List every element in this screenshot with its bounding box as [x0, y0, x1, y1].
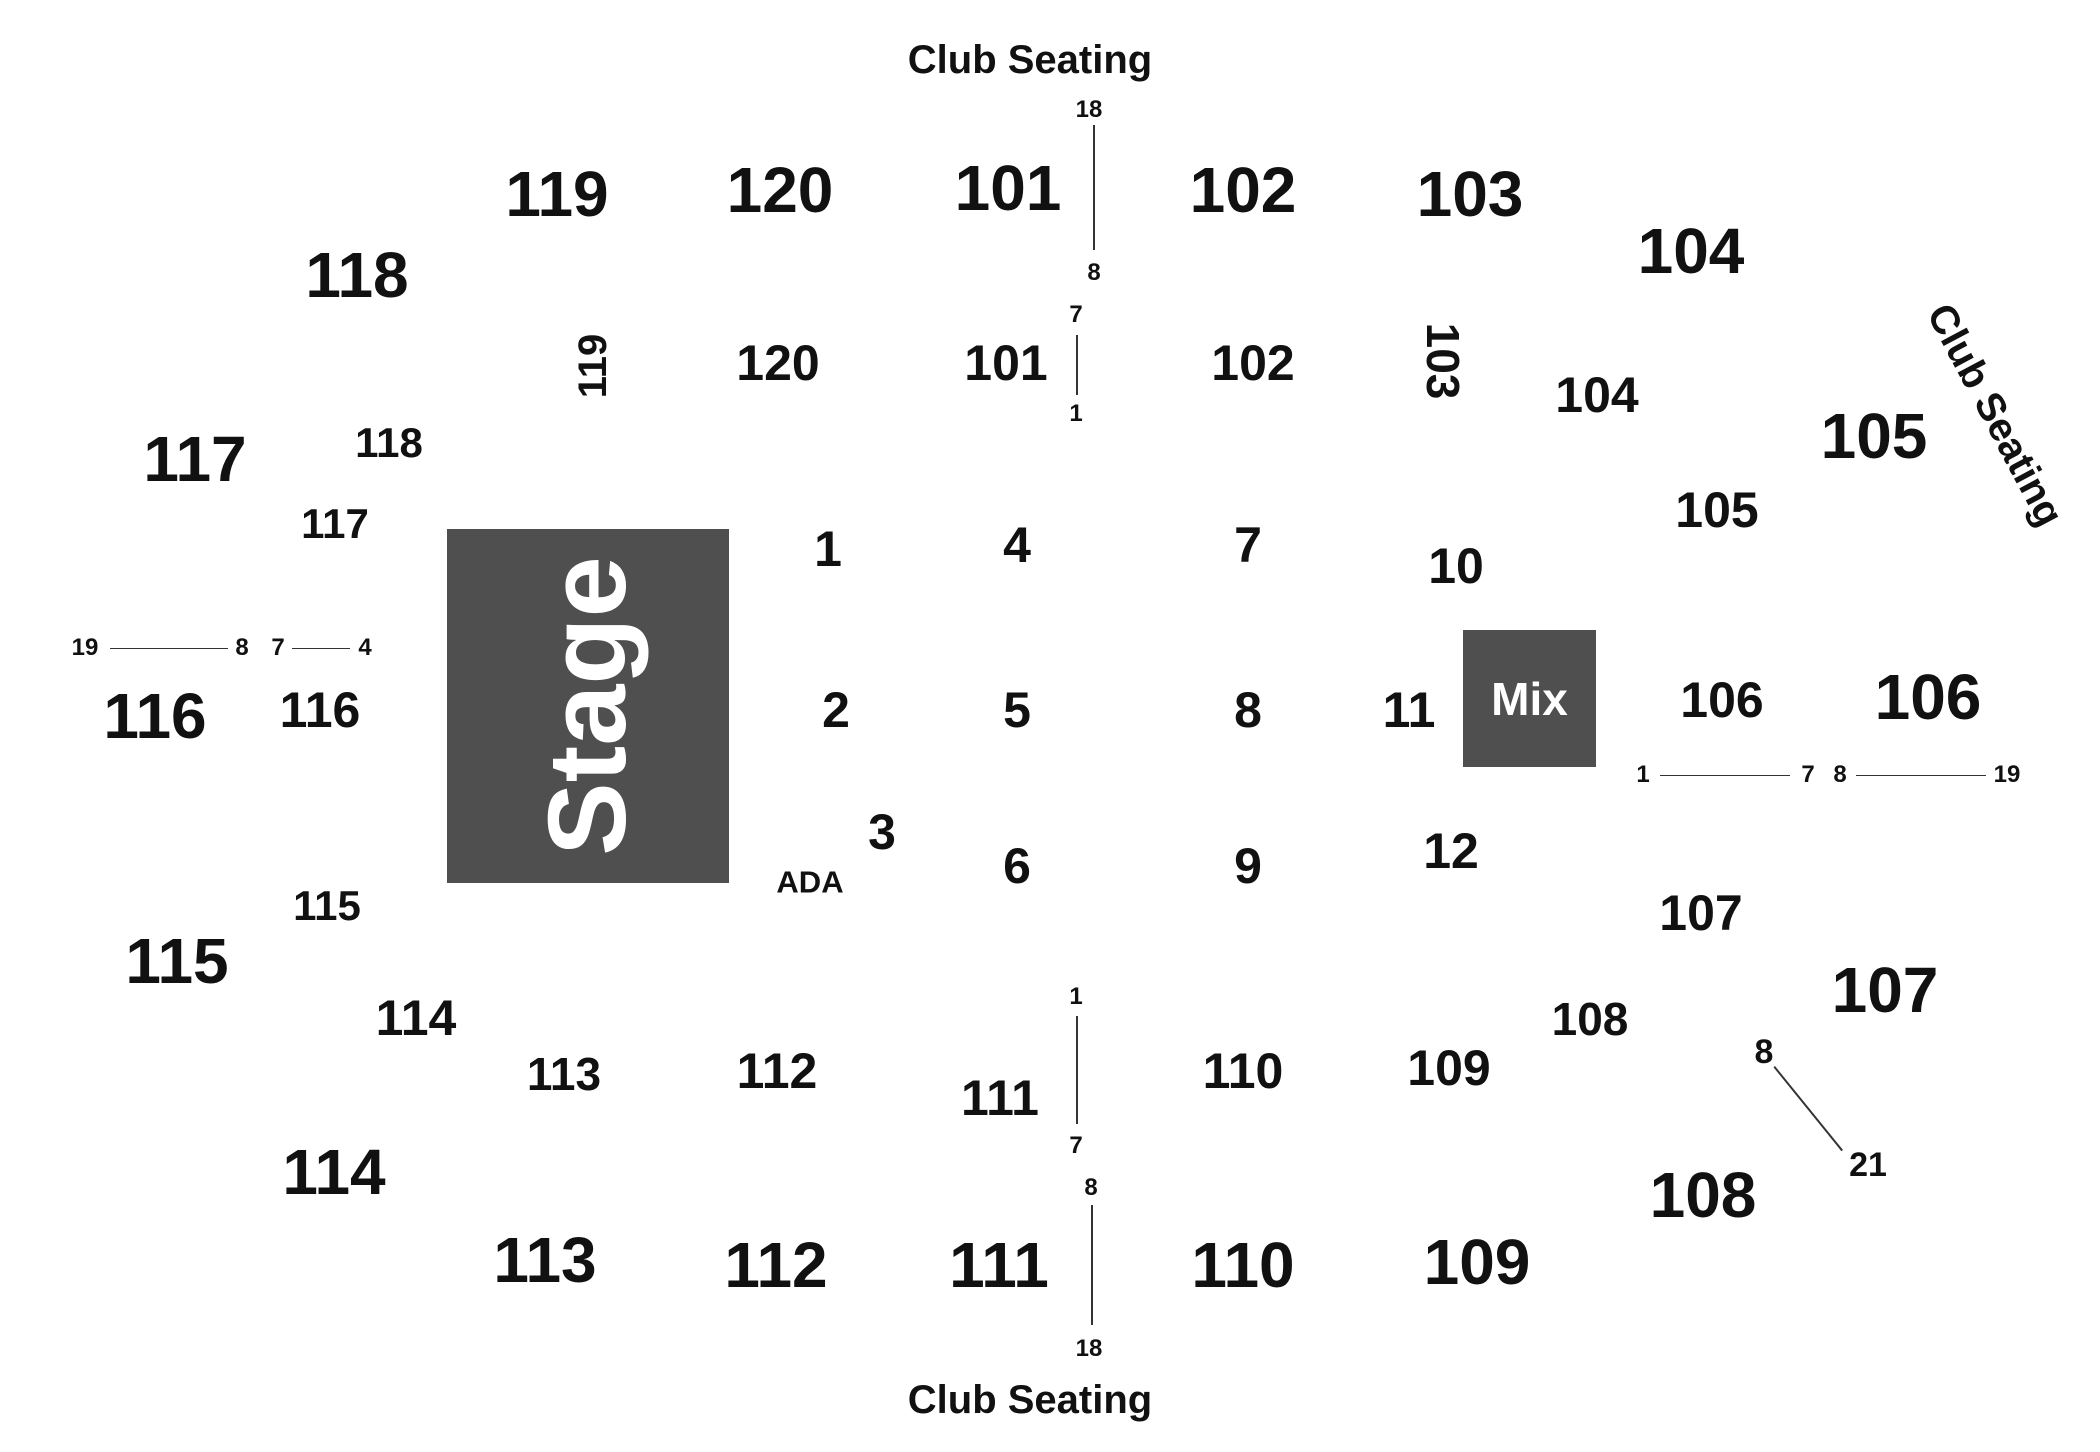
section-103-inner[interactable]: 103: [1417, 322, 1469, 400]
row-marker-left-inner-start: 7: [271, 634, 285, 661]
section-117-inner[interactable]: 117: [301, 500, 369, 547]
section-114-inner[interactable]: 114: [375, 990, 457, 1046]
section-112-outer[interactable]: 112: [724, 1229, 828, 1301]
section-102-inner[interactable]: 102: [1211, 335, 1295, 391]
section-102-outer[interactable]: 102: [1189, 154, 1297, 226]
mix-label: Mix: [1491, 672, 1568, 725]
section-105-outer[interactable]: 105: [1820, 400, 1928, 472]
floor-section-7[interactable]: 7: [1234, 517, 1262, 573]
row-line-left-outer: [110, 648, 228, 649]
section-107-inner[interactable]: 107: [1659, 885, 1743, 941]
floor-section-5[interactable]: 5: [1003, 682, 1031, 738]
section-111-outer[interactable]: 111: [949, 1229, 1049, 1301]
section-101-inner[interactable]: 101: [964, 335, 1048, 391]
row-marker-right-outer-end: 19: [1993, 761, 2021, 788]
section-114-outer[interactable]: 114: [282, 1136, 386, 1208]
section-118-outer[interactable]: 118: [305, 239, 409, 311]
section-109-outer[interactable]: 109: [1423, 1226, 1531, 1298]
section-104-outer[interactable]: 104: [1637, 215, 1745, 287]
club-seating-top-label: Club Seating: [907, 38, 1153, 82]
floor-section-12[interactable]: 12: [1423, 823, 1479, 879]
row-line-right-inner: [1660, 775, 1790, 776]
row-marker-bottom-outer-end: 18: [1075, 1335, 1103, 1362]
row-marker-right-inner-start: 1: [1636, 761, 1650, 788]
row-line-bottom-inner: [1076, 1016, 1078, 1124]
mix-position: Mix: [1463, 630, 1596, 767]
row-line-diag: [1773, 1066, 1843, 1152]
floor-section-4[interactable]: 4: [1003, 517, 1031, 573]
section-103-outer[interactable]: 103: [1416, 158, 1524, 230]
row-line-top-outer: [1093, 125, 1095, 250]
section-112-inner[interactable]: 112: [736, 1043, 818, 1099]
row-marker-bottom-inner-end: 7: [1069, 1132, 1083, 1159]
row-marker-diag-start: 8: [1754, 1033, 1774, 1071]
section-101-outer[interactable]: 101: [954, 152, 1062, 224]
section-116-inner[interactable]: 116: [279, 682, 361, 738]
row-marker-right-inner-end: 7: [1801, 761, 1815, 788]
section-117-outer[interactable]: 117: [143, 423, 247, 495]
section-118-inner[interactable]: 118: [355, 419, 423, 466]
section-120-inner[interactable]: 120: [736, 335, 820, 391]
floor-section-3[interactable]: 3: [868, 804, 896, 860]
stage: Stage: [447, 529, 729, 883]
section-119-inner[interactable]: 119: [571, 333, 615, 399]
row-line-left-inner: [292, 648, 350, 649]
section-115-inner[interactable]: 115: [293, 882, 361, 929]
section-120-outer[interactable]: 120: [726, 154, 834, 226]
section-105-inner[interactable]: 105: [1675, 482, 1759, 538]
floor-section-6[interactable]: 6: [1003, 838, 1031, 894]
row-marker-top-inner-end: 1: [1069, 400, 1083, 427]
ada-label: ADA: [776, 864, 844, 900]
floor-section-10[interactable]: 10: [1428, 538, 1484, 594]
row-line-right-outer: [1856, 775, 1986, 776]
club-seating-right-label: Club Seating: [1918, 296, 2072, 534]
club-seating-bottom-label: Club Seating: [907, 1378, 1153, 1422]
section-106-outer[interactable]: 106: [1874, 661, 1982, 733]
floor-section-8[interactable]: 8: [1234, 682, 1262, 738]
section-110-inner[interactable]: 110: [1202, 1043, 1284, 1099]
section-115-outer[interactable]: 115: [125, 925, 229, 997]
row-marker-top-outer-start: 18: [1075, 96, 1103, 123]
section-116-outer[interactable]: 116: [103, 680, 207, 752]
row-line-bottom-outer: [1091, 1205, 1093, 1325]
section-110-outer[interactable]: 110: [1191, 1229, 1295, 1301]
section-109-inner[interactable]: 109: [1407, 1040, 1491, 1096]
row-marker-left-outer-start: 19: [71, 634, 99, 661]
section-119-outer[interactable]: 119: [505, 158, 609, 230]
section-104-inner[interactable]: 104: [1555, 367, 1639, 423]
floor-section-1[interactable]: 1: [814, 521, 842, 577]
section-106-inner[interactable]: 106: [1680, 672, 1764, 728]
row-marker-bottom-inner-start: 1: [1069, 983, 1083, 1010]
floor-section-11[interactable]: 11: [1382, 682, 1436, 738]
row-line-top-inner: [1076, 335, 1078, 395]
row-marker-top-outer-end: 8: [1087, 259, 1101, 286]
section-113-inner[interactable]: 113: [526, 1048, 602, 1100]
section-108-outer[interactable]: 108: [1649, 1159, 1757, 1231]
row-marker-bottom-outer-start: 8: [1084, 1174, 1098, 1201]
row-marker-top-inner-start: 7: [1069, 301, 1083, 328]
row-marker-diag-end: 21: [1849, 1146, 1887, 1184]
section-108-inner[interactable]: 108: [1551, 993, 1629, 1045]
floor-section-2[interactable]: 2: [822, 682, 850, 738]
section-107-outer[interactable]: 107: [1831, 954, 1939, 1026]
row-marker-right-outer-start: 8: [1833, 761, 1847, 788]
section-113-outer[interactable]: 113: [493, 1224, 597, 1296]
row-marker-left-outer-end: 8: [235, 634, 249, 661]
floor-section-9[interactable]: 9: [1234, 838, 1262, 894]
row-marker-left-inner-end: 4: [358, 634, 372, 661]
stage-label: Stage: [526, 556, 650, 856]
section-111-inner[interactable]: 111: [961, 1070, 1039, 1126]
